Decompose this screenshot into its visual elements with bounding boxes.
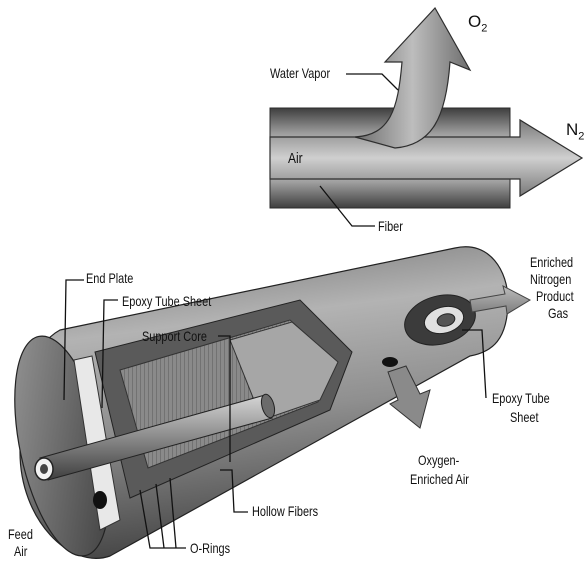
o2-main: O (468, 12, 482, 31)
membrane-module (14, 246, 532, 559)
epoxy-tube-sheet-label: Epoxy Tube Sheet (122, 293, 212, 309)
enriched-nitrogen-label: Enriched Nitrogen Product Gas (530, 254, 584, 322)
oxygen-line-2: Enriched Air (410, 471, 469, 487)
hollow-fibers-label: Hollow Fibers (252, 503, 319, 519)
air-label: Air (288, 150, 303, 167)
fiber-cross-section (269, 6, 584, 227)
o-rings-label: O-Rings (190, 540, 231, 556)
fiber-label: Fiber (378, 218, 403, 234)
o2-sub: 2 (481, 22, 488, 35)
epoxy-right-line-2: Sheet (510, 409, 539, 425)
oxygen-air-arrow (387, 365, 431, 429)
support-core-label: Support Core (142, 328, 207, 344)
enriched-nitrogen-line-1: Enriched (530, 254, 574, 270)
n2-label: N2 (566, 120, 584, 142)
end-plate-label: End Plate (86, 270, 134, 286)
n2-arrow (269, 118, 584, 198)
oxygen-port (382, 357, 398, 367)
enriched-nitrogen-line-2: Nitrogen (530, 271, 572, 287)
epoxy-tube-sheet-right-label: Epoxy Tube Sheet (492, 390, 566, 425)
oxygen-enriched-air-label: Oxygen- Enriched Air (410, 452, 485, 487)
feed-air-line-2: Air (14, 543, 28, 559)
feed-air-label: Feed Air (8, 526, 40, 560)
enriched-nitrogen-line-4: Gas (548, 305, 569, 321)
product-gas-arrow (469, 285, 532, 315)
enriched-nitrogen-line-3: Product (536, 288, 574, 304)
oxygen-line-1: Oxygen- (418, 452, 460, 468)
n2-sub: 2 (578, 130, 584, 143)
epoxy-right-line-1: Epoxy Tube (492, 390, 550, 406)
water-vapor-label: Water Vapor (270, 65, 331, 81)
o2-arrow (354, 6, 472, 149)
cap-port (93, 491, 107, 509)
n2-main: N (566, 120, 579, 139)
o2-label: O2 (468, 12, 487, 34)
feed-air-line-1: Feed (8, 526, 33, 542)
